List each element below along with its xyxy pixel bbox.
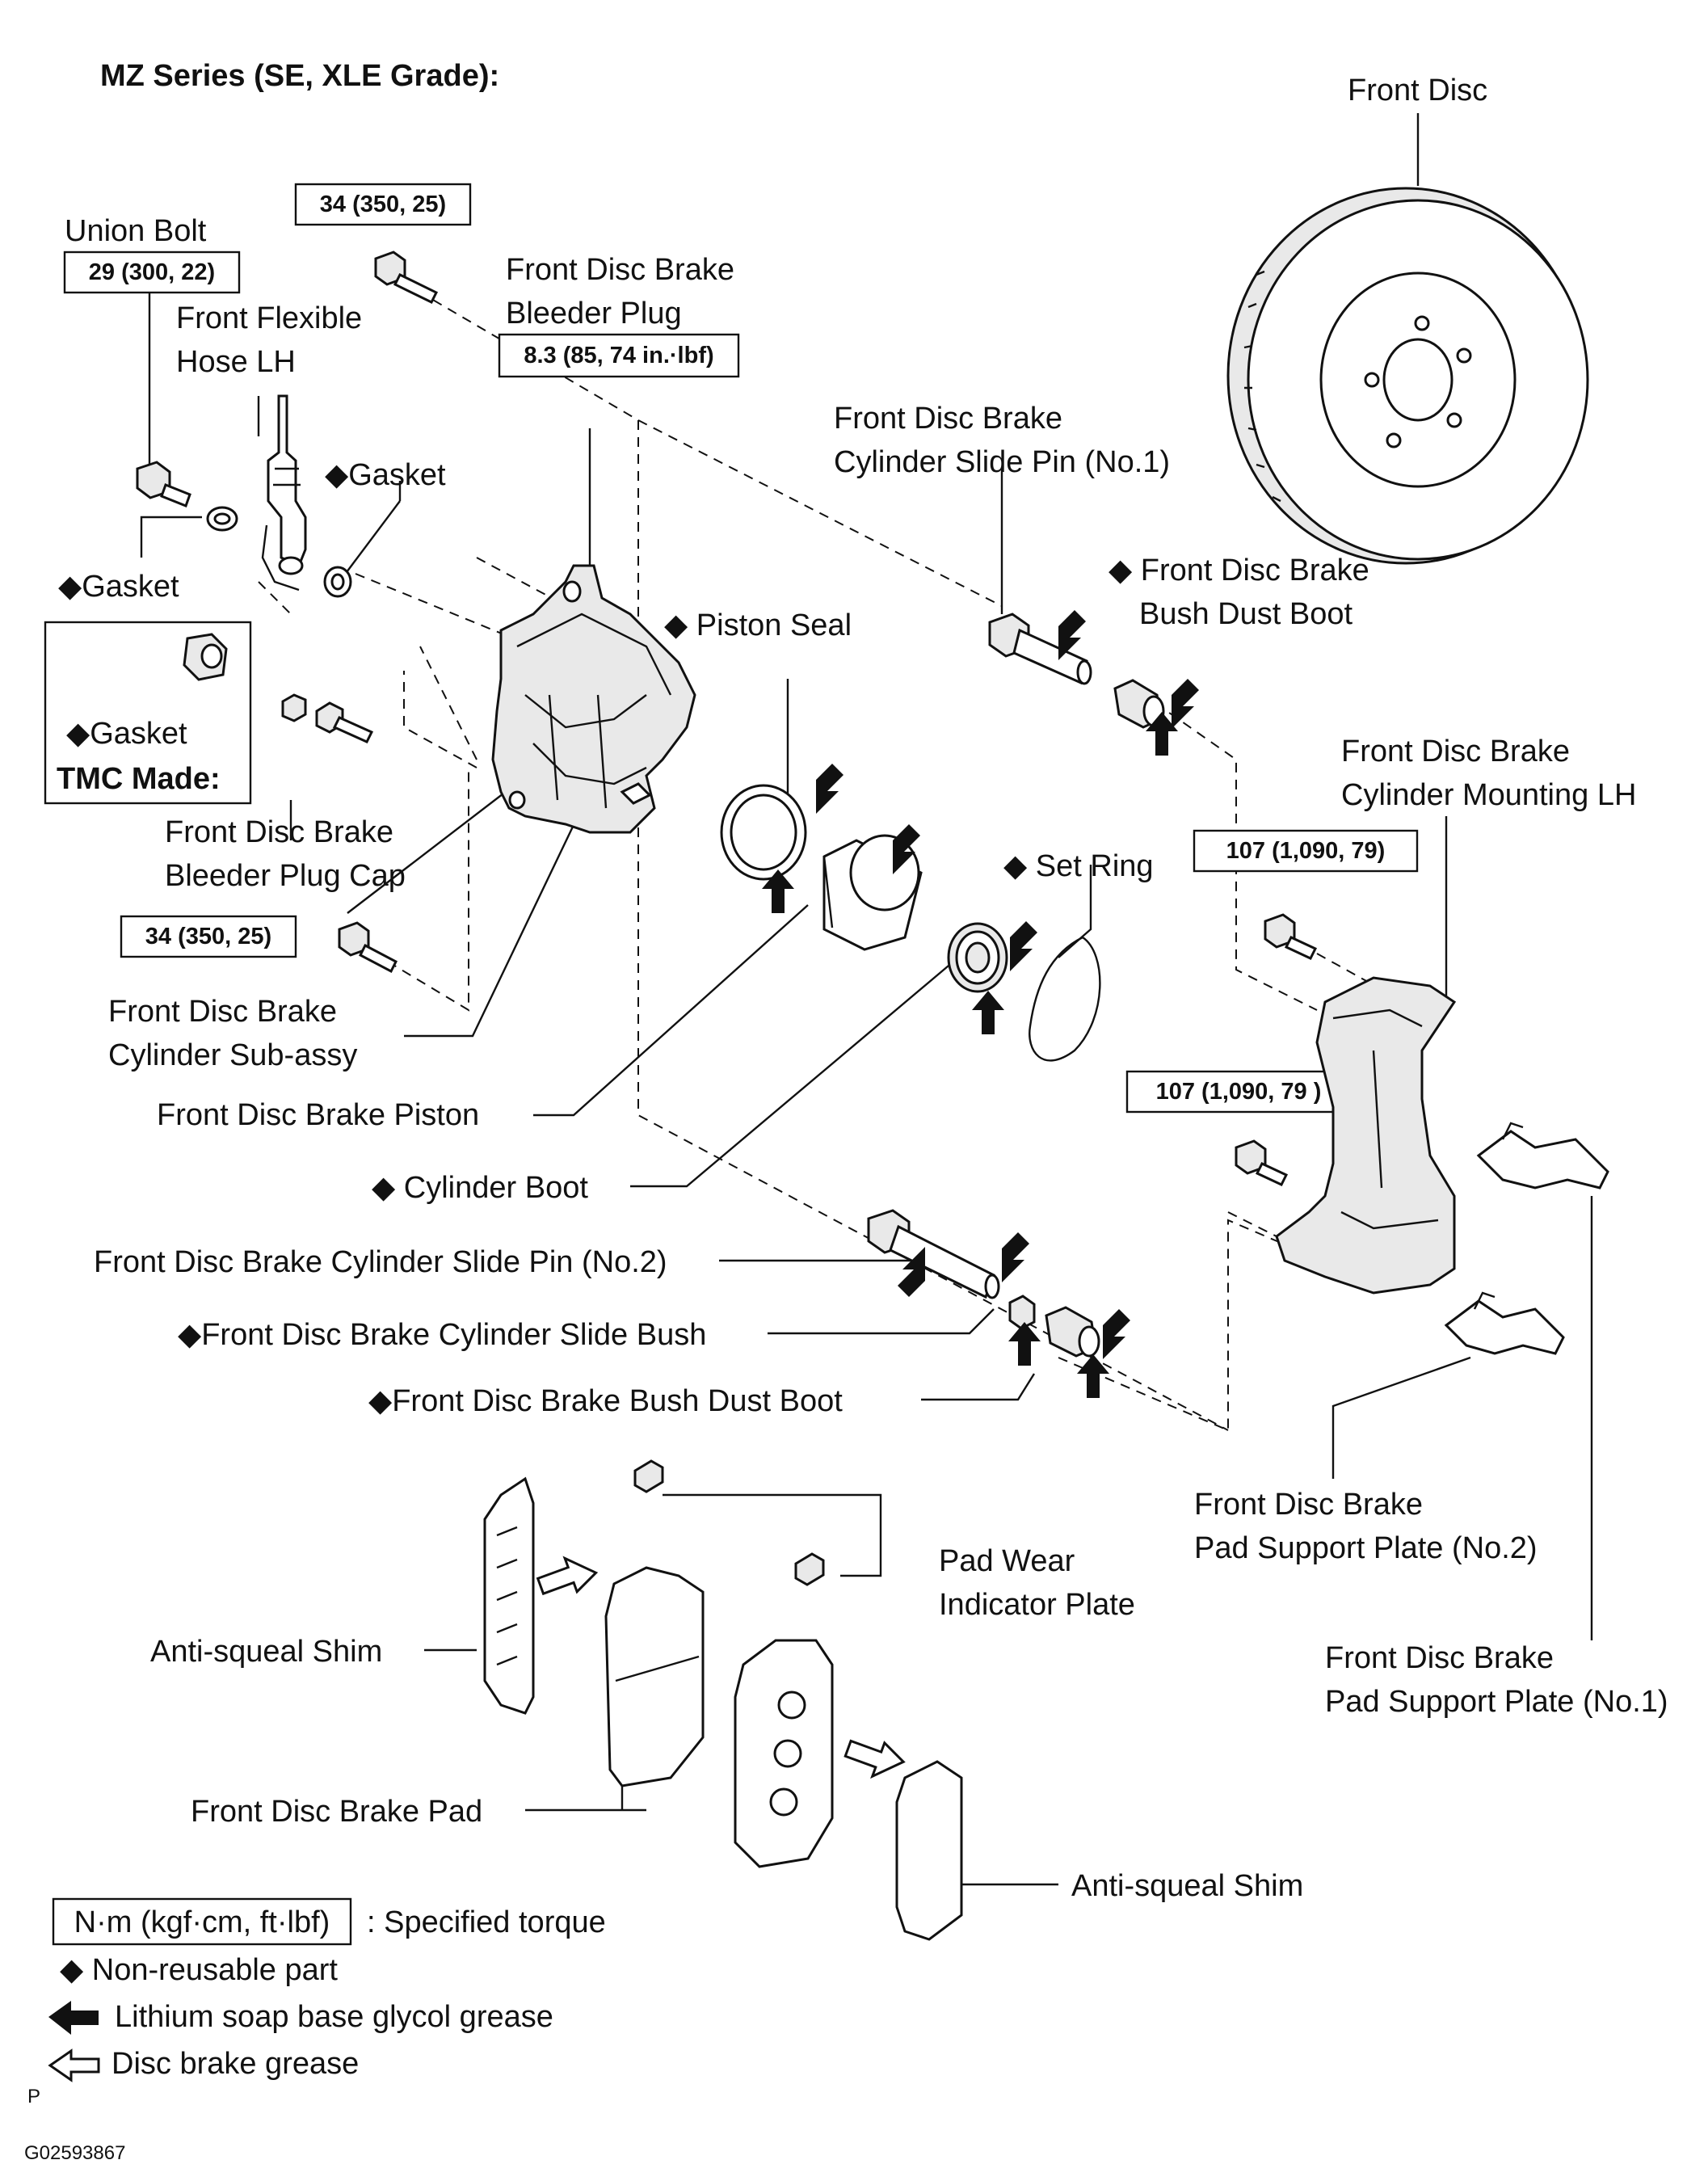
label-support-no1-line2: Pad Support Plate (No.1) [1325, 1685, 1668, 1719]
label-bush-dust-boot-lower: ◆Front Disc Brake Bush Dust Boot [368, 1384, 843, 1418]
torque-spec-5: 107 (1,090, 79) [1193, 829, 1419, 873]
anti-squeal-shim-left-icon [483, 1476, 535, 1715]
label-mounting-line1: Front Disc Brake [1341, 735, 1570, 768]
label-bleeder-line2: Bleeder Plug [506, 297, 682, 331]
union-bolt-icon [136, 461, 238, 532]
label-mounting-line2: Cylinder Mounting LH [1341, 778, 1636, 812]
front-disc-icon [1226, 187, 1589, 565]
mounting-bolt-upper-icon [1264, 913, 1318, 960]
front-disc-brake-pad-outer-icon [734, 1639, 834, 1868]
legend-disc-grease: Disc brake grease [111, 2047, 359, 2081]
torque-spec-1: 34 (350, 25) [294, 183, 472, 226]
slide-bush-icon [1008, 1295, 1036, 1330]
diagram-title: MZ Series (SE, XLE Grade): [100, 59, 499, 93]
label-bleeder-line1: Front Disc Brake [506, 253, 734, 287]
legend-solid-arrow-icon [48, 2001, 99, 2035]
pad-wear-indicator-lower-icon [794, 1552, 825, 1586]
label-pad-wear-line1: Pad Wear [939, 1544, 1075, 1578]
label-slide-bush: ◆Front Disc Brake Cylinder Slide Bush [178, 1318, 706, 1352]
tmc-made-label: TMC Made: [57, 762, 221, 796]
slide-pin-no2-icon [867, 1209, 1000, 1299]
footer-p: P [27, 2086, 40, 2107]
label-cylinder-boot: ◆ Cylinder Boot [372, 1171, 588, 1205]
label-slide-pin-no1-line2: Cylinder Slide Pin (No.1) [834, 445, 1170, 479]
bush-dust-boot-lower-icon [1045, 1306, 1100, 1358]
disc-grease-arrows [536, 1556, 906, 1779]
label-cylinder-sub-line1: Front Disc Brake [108, 995, 337, 1029]
label-set-ring: ◆ Set Ring [1003, 849, 1154, 883]
label-front-disc: Front Disc [1348, 74, 1487, 107]
tmc-made-box: TMC Made: [44, 621, 252, 805]
torque-spec-6: 107 (1,090, 79 ) [1125, 1070, 1352, 1114]
mounting-bolt-lower-icon [1235, 1139, 1289, 1186]
torque-spec-2: 29 (300, 22) [63, 251, 241, 294]
piston-seal-icon [720, 784, 807, 881]
part-labels: Union Bolt Front Flexible Hose LH Front … [58, 74, 1668, 1903]
legend-torque-box: N·m (kgf·cm, ft·lbf) [74, 1905, 330, 1939]
label-gasket-tmc: ◆Gasket [66, 717, 187, 751]
svg-text:8.3 (85, 74 in.·lbf): 8.3 (85, 74 in.·lbf) [524, 343, 713, 368]
bleeder-plug-icon [315, 701, 374, 743]
footer-code: G02593867 [24, 2142, 125, 2164]
bush-dust-boot-upper-icon [1113, 679, 1165, 729]
label-cylinder-sub-line2: Cylinder Sub-assy [108, 1038, 357, 1072]
caliper-body-icon [491, 564, 696, 834]
torque-spec-3: 8.3 (85, 74 in.·lbf) [498, 333, 740, 378]
svg-text:107 (1,090, 79): 107 (1,090, 79) [1226, 838, 1386, 864]
legend-nonreusable: ◆ Non-reusable part [60, 1953, 338, 1987]
label-pad-wear-line2: Indicator Plate [939, 1588, 1135, 1622]
label-gasket-bolt: ◆Gasket [58, 570, 179, 604]
svg-text:34 (350, 25): 34 (350, 25) [145, 924, 271, 949]
svg-text:34 (350, 25): 34 (350, 25) [320, 192, 446, 217]
torque-spec-4: 34 (350, 25) [120, 915, 297, 958]
label-brake-pad: Front Disc Brake Pad [191, 1795, 482, 1829]
label-bleeder-cap-line1: Front Disc Brake [165, 815, 393, 849]
flexible-hose-icon [261, 394, 307, 592]
cylinder-mounting-icon [1275, 976, 1457, 1295]
label-anti-squeal-shim-right: Anti-squeal Shim [1071, 1869, 1303, 1903]
bolt-icon [374, 251, 439, 305]
bleeder-plug-cap-icon [281, 693, 307, 722]
pad-support-plate-no2-icon [1444, 1291, 1565, 1355]
svg-text:107 (1,090, 79 ): 107 (1,090, 79 ) [1156, 1079, 1322, 1105]
pad-wear-indicator-upper-icon [633, 1459, 664, 1493]
legend-lithium: Lithium soap base glycol grease [115, 2000, 553, 2034]
label-support-no2-line2: Pad Support Plate (No.2) [1194, 1531, 1538, 1565]
label-support-no1-line1: Front Disc Brake [1325, 1641, 1554, 1675]
label-hose-line1: Front Flexible [176, 301, 362, 335]
label-hose-line2: Hose LH [176, 345, 296, 379]
gasket-icon [323, 566, 352, 598]
label-gasket-hose: ◆Gasket [325, 458, 446, 492]
label-slide-pin-no1-line1: Front Disc Brake [834, 402, 1062, 436]
label-piston-seal: ◆ Piston Seal [664, 608, 852, 642]
legend-torque-text: : Specified torque [367, 1905, 606, 1939]
pad-support-plate-no1-icon [1476, 1122, 1609, 1189]
label-support-no2-line1: Front Disc Brake [1194, 1488, 1423, 1522]
legend-hollow-arrow-icon [48, 2048, 100, 2082]
set-ring-icon [1029, 936, 1101, 1062]
label-anti-squeal-shim-left: Anti-squeal Shim [150, 1635, 382, 1669]
label-slide-pin-no2: Front Disc Brake Cylinder Slide Pin (No.… [94, 1245, 667, 1279]
svg-text:29 (300, 22): 29 (300, 22) [89, 259, 215, 285]
lower-bolt-icon [338, 921, 398, 974]
front-disc-brake-pad-inner-icon [604, 1566, 705, 1787]
lithium-grease-arrows [762, 610, 1199, 1398]
label-bush-dust-boot-upper-line2: Bush Dust Boot [1139, 597, 1353, 631]
anti-squeal-shim-right-icon [895, 1760, 963, 1941]
cylinder-boot-icon [947, 922, 1008, 993]
label-bleeder-cap-line2: Bleeder Plug Cap [165, 859, 406, 893]
label-union-bolt: Union Bolt [65, 214, 207, 248]
label-bush-dust-boot-upper-line1: ◆ Front Disc Brake [1109, 554, 1369, 587]
legend: N·m (kgf·cm, ft·lbf) : Specified torque … [24, 1897, 606, 2164]
label-piston: Front Disc Brake Piston [157, 1098, 479, 1132]
